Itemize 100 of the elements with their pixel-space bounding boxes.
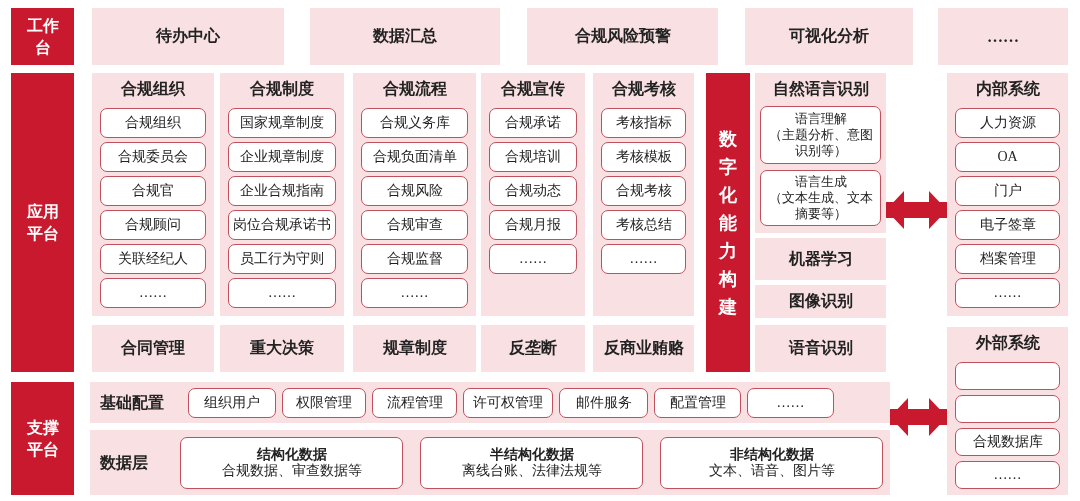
item-box xyxy=(361,210,468,240)
label-text: 数据汇总 xyxy=(373,26,437,46)
label-text: 反垄断 xyxy=(509,338,557,358)
item-box xyxy=(955,142,1060,172)
item-box xyxy=(361,142,468,172)
label-text: 工作台 xyxy=(25,15,60,58)
item-box xyxy=(601,108,686,138)
label-text: 合规承诺 xyxy=(505,115,561,131)
label-text: 企业合规指南 xyxy=(240,183,324,199)
heading-text: 自然语言识别 xyxy=(772,79,869,99)
label-text: 关联经纪人 xyxy=(118,251,188,267)
data-box xyxy=(180,436,403,489)
module-tile xyxy=(353,325,476,372)
label-text: 语言生成 xyxy=(794,174,847,190)
note-text: 离线台账、法律法规等 xyxy=(461,462,602,479)
heading-text: 合规考核 xyxy=(611,79,676,99)
label-text: 应用平台 xyxy=(25,201,60,244)
module-panel xyxy=(755,73,886,233)
label-text: 语音识别 xyxy=(788,338,853,358)
heading-text: 合规流程 xyxy=(382,79,447,99)
item-box xyxy=(361,244,468,274)
label-text: 员工行为守则 xyxy=(240,251,324,267)
item-box xyxy=(747,387,834,418)
item-box xyxy=(361,176,468,206)
item-box xyxy=(955,176,1060,206)
label-text: 结构化数据 xyxy=(256,446,327,462)
item-box xyxy=(489,210,577,240)
layer-band xyxy=(90,382,890,423)
label-text: …… xyxy=(519,251,547,267)
label-text: OA xyxy=(997,149,1018,165)
label-text: 合规官 xyxy=(132,183,174,199)
data-box xyxy=(420,436,643,489)
item-box xyxy=(228,278,336,308)
item-box xyxy=(489,108,577,138)
note-text: 文本、语音、图片等 xyxy=(708,462,835,479)
module-panel xyxy=(947,73,1068,316)
label-text: …… xyxy=(268,285,296,301)
label-text: 合规监督 xyxy=(386,251,443,267)
item-box xyxy=(282,387,366,418)
module-tile xyxy=(593,325,694,372)
item-box xyxy=(100,142,206,172)
label-text: 合规数据库 xyxy=(972,434,1043,450)
item-box xyxy=(955,428,1060,456)
label-text: 可视化分析 xyxy=(789,26,869,46)
label-text: 考核指标 xyxy=(615,115,672,131)
label-text: 合规顾问 xyxy=(125,217,181,233)
module-panel xyxy=(92,73,214,316)
label-text: 岗位合规承诺书 xyxy=(233,217,331,233)
empty-box xyxy=(955,362,1060,390)
label-text: 反商业贿赂 xyxy=(603,338,684,358)
heading-text: 内部系统 xyxy=(975,79,1040,99)
item-box xyxy=(760,170,881,226)
section-label xyxy=(11,8,74,65)
label-text: 邮件服务 xyxy=(575,394,632,411)
label-text: 合规培训 xyxy=(505,149,561,165)
label-text: …… xyxy=(987,27,1019,46)
label-text: 流程管理 xyxy=(386,394,443,411)
item-box xyxy=(228,176,336,206)
label-text: 国家规章制度 xyxy=(240,115,324,131)
label-text: 支撑平台 xyxy=(25,417,60,460)
label-text: 待办中心 xyxy=(156,26,220,46)
module-panel xyxy=(481,73,585,316)
heading-text: 基础配置 xyxy=(100,392,164,413)
label-text: 合同管理 xyxy=(121,338,185,358)
module-panel xyxy=(593,73,694,316)
heading-text: 合规制度 xyxy=(250,79,314,99)
label-text: 合规组织 xyxy=(125,115,181,131)
label-text: 数字化能力构建 xyxy=(718,127,738,319)
label-text: 非结构化数据 xyxy=(729,446,814,463)
section-label xyxy=(706,73,750,372)
label-text: …… xyxy=(993,467,1022,483)
label-text: …… xyxy=(629,251,658,267)
module-tile xyxy=(745,8,913,65)
data-box xyxy=(660,436,883,489)
label-text: 档案管理 xyxy=(979,251,1036,267)
module-panel xyxy=(353,73,476,316)
label-text: 权限管理 xyxy=(296,394,352,411)
label-text: …… xyxy=(139,285,167,301)
label-text: 电子签章 xyxy=(979,217,1036,233)
item-box xyxy=(463,387,553,418)
section-label xyxy=(11,382,74,495)
item-box xyxy=(188,387,276,418)
label-text: 企业规章制度 xyxy=(240,149,324,165)
item-box xyxy=(760,106,881,164)
item-box xyxy=(489,244,577,274)
module-tile xyxy=(938,8,1068,65)
item-box xyxy=(955,244,1060,274)
item-box xyxy=(955,210,1060,240)
label-text: 人力资源 xyxy=(979,115,1036,131)
item-box xyxy=(372,387,457,418)
item-box xyxy=(955,461,1060,489)
double-arrow xyxy=(890,398,947,436)
module-panel xyxy=(947,327,1068,495)
label-text: 配置管理 xyxy=(669,394,726,411)
heading-text: 合规宣传 xyxy=(501,79,565,99)
module-tile xyxy=(755,325,886,372)
label-text: …… xyxy=(776,394,805,411)
item-box xyxy=(955,108,1060,138)
label-text: 规章制度 xyxy=(382,338,447,358)
module-panel xyxy=(220,73,344,316)
